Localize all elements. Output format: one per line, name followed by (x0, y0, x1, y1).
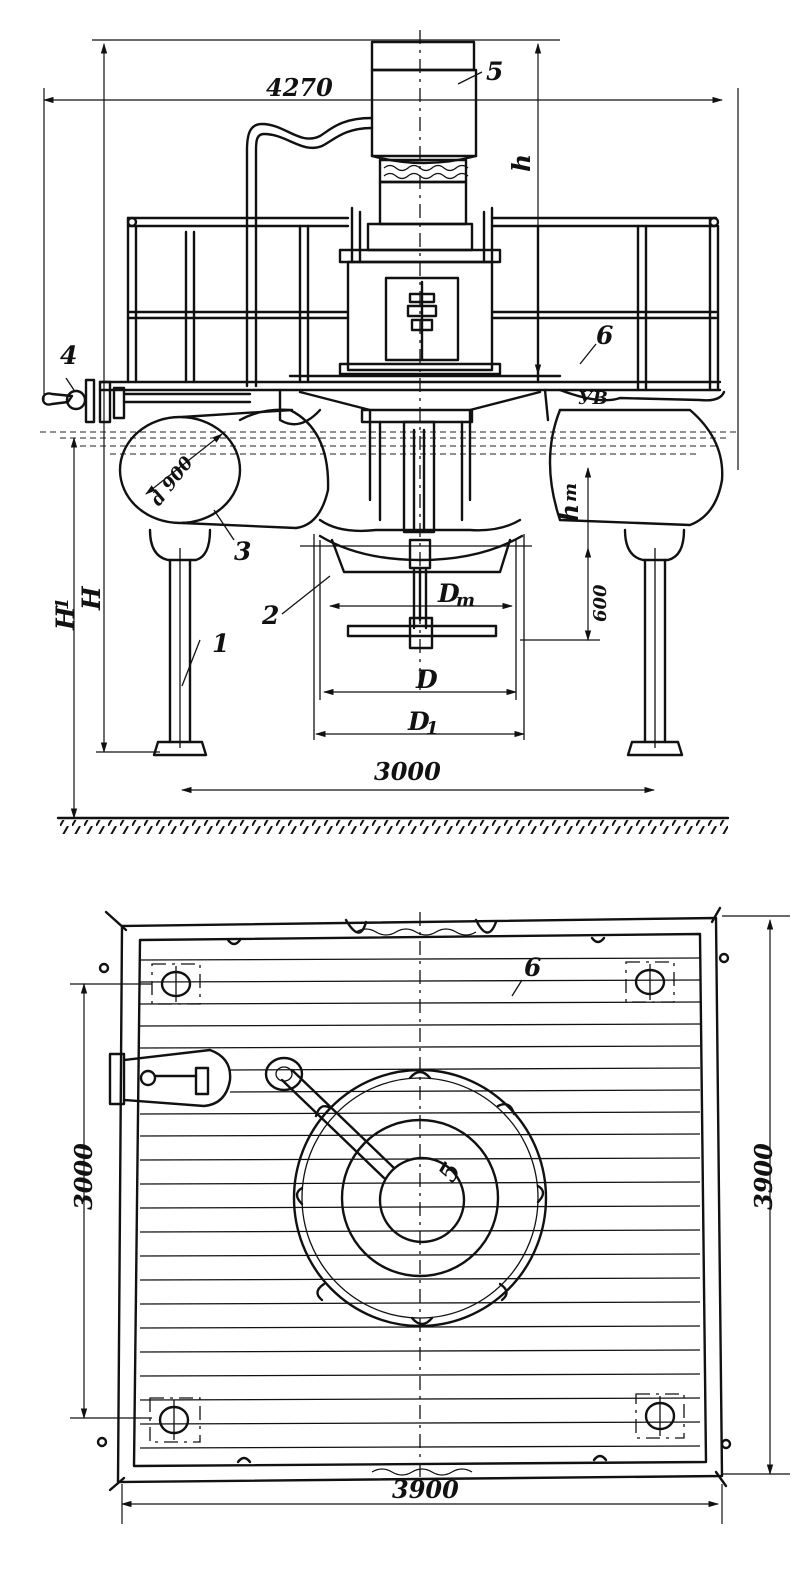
platform-frame (96, 906, 732, 1492)
float-right (548, 408, 724, 527)
dim-depth-600: 600 (590, 584, 611, 622)
plan-view: 3900 3900 3000 5 6 (69, 906, 790, 1524)
symbol-hm: h (555, 504, 584, 522)
symbol-D: D (415, 665, 438, 694)
corner-support-bottom-right (635, 1393, 685, 1439)
handrail-right (490, 216, 720, 392)
part-number-3: 3 (234, 537, 251, 566)
part-number-5: 5 (486, 57, 503, 86)
part-number-6: 6 (596, 321, 613, 350)
corner-support-top-right (625, 961, 675, 1003)
shaft-column (298, 390, 542, 534)
part-number-2: 2 (261, 601, 279, 630)
plan-dim-width-3900: 3900 (392, 1475, 459, 1504)
ground-line (56, 816, 730, 834)
valve-4 (41, 378, 252, 424)
part-number-4: 4 (60, 341, 77, 370)
dim-span-3000: 3000 (374, 757, 441, 786)
handrail-left (126, 216, 350, 384)
air-pipe (245, 116, 374, 388)
plan-dim-height-3900: 3900 (749, 1143, 778, 1210)
dim-width-4270: 4270 (266, 73, 333, 102)
symbol-D1-subscript: 1 (426, 718, 439, 739)
plan-dim-span-3000: 3000 (69, 1143, 98, 1210)
deck-platform-6 (98, 374, 726, 426)
plan-part-number-6: 6 (524, 953, 541, 982)
symbol-D1: D (407, 707, 430, 736)
symbol-Dm-subscript: m (456, 590, 475, 611)
leg-left-1 (148, 528, 212, 757)
dimension-lines-plan (70, 915, 790, 1524)
motor-5 (366, 40, 478, 252)
plan-central-unit (264, 1056, 548, 1328)
corner-support-bottom-left (149, 1397, 201, 1443)
symbol-Dm: D (437, 579, 460, 608)
water-level-label: УВ (578, 388, 608, 409)
symbol-H: H (77, 585, 106, 611)
plan-valve-assembly (108, 1048, 232, 1108)
symbol-hm-subscript: m (560, 483, 581, 502)
dimension-lines-top (42, 39, 739, 820)
impeller-2 (318, 518, 524, 650)
float-left-3 (118, 408, 330, 530)
corner-support-top-left (151, 963, 201, 1005)
water-surface (40, 431, 740, 455)
leg-right (623, 528, 686, 757)
part-number-1: 1 (212, 629, 229, 658)
symbol-H1-subscript: 1 (52, 597, 73, 610)
deck-slats (139, 957, 701, 1449)
symbol-H1: H (51, 605, 80, 631)
elevation-view: 4270 3000 d 900 600 h H H 1 h m D m D D … (40, 30, 740, 834)
dim-float-diameter: d 900 (146, 452, 198, 510)
symbol-h: h (507, 154, 536, 172)
gear-housing (338, 206, 502, 376)
